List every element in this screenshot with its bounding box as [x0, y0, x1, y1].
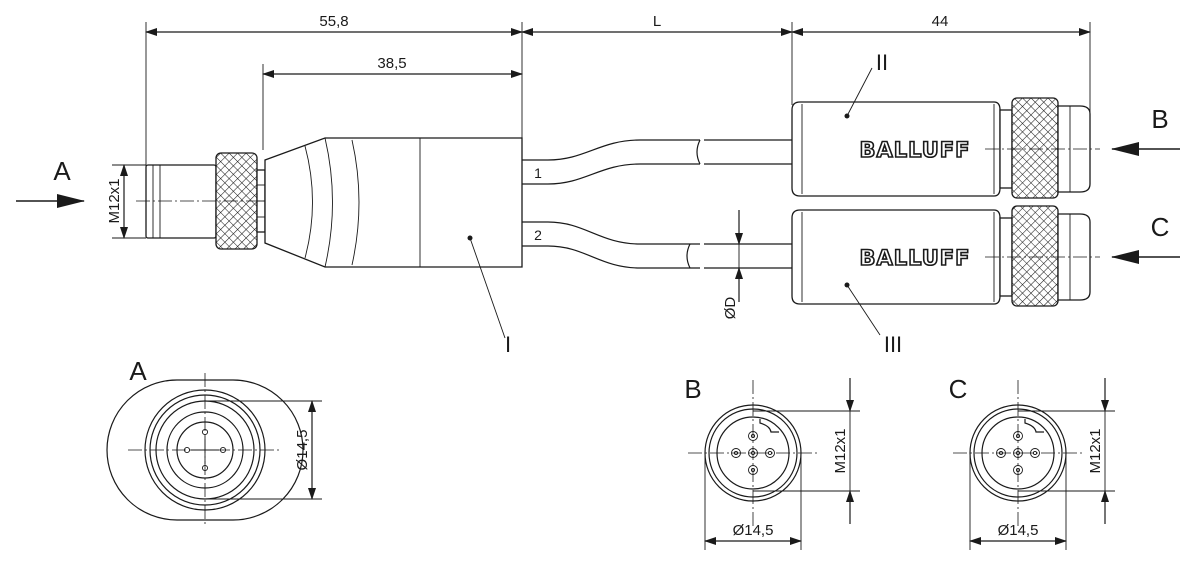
dim-overall-male: 55,8	[319, 13, 348, 30]
cable-diameter-dimension	[728, 210, 792, 302]
dim-front-b-thread: M12x1	[832, 428, 849, 473]
front-view-c-title: C	[949, 374, 968, 404]
brand-logo-upper: BALLUFF	[859, 138, 970, 162]
front-view-b-diameter-dimension	[704, 453, 802, 550]
cable-label-1: 1	[534, 165, 542, 181]
view-label-a: A	[53, 156, 71, 186]
dim-cable-length: L	[653, 13, 661, 30]
part-label-splitter: I	[505, 332, 511, 357]
female-connector-upper	[791, 67, 1091, 199]
cable-label-2: 2	[534, 227, 542, 243]
front-view-b-title: B	[684, 374, 701, 404]
upper-knurled-nut	[1011, 97, 1059, 199]
male-connector	[145, 152, 266, 250]
dim-front-b-diameter: Ø14,5	[733, 522, 774, 539]
front-view-c-diameter-dimension	[969, 453, 1067, 550]
female-connector-lower	[791, 205, 1091, 336]
view-label-b: B	[1151, 104, 1168, 134]
front-view-b-thread-dimension	[753, 378, 860, 524]
front-view-c-thread-dimension	[1018, 378, 1115, 524]
splitter-body	[264, 137, 523, 339]
dim-thread-male: M12x1	[106, 178, 123, 223]
top-dimension-lines	[145, 22, 1091, 170]
cable-2	[522, 221, 792, 269]
part-label-lower-connector: III	[884, 332, 902, 357]
view-label-c: C	[1151, 212, 1170, 242]
dim-body-length: 38,5	[377, 55, 406, 72]
lower-knurled-nut	[1011, 205, 1059, 307]
front-view-a-diameter-dimension	[205, 400, 322, 500]
dim-front-c-thread: M12x1	[1087, 428, 1104, 473]
dim-cable-diameter: ØD	[722, 297, 739, 320]
dim-front-a-diameter: Ø14,5	[294, 430, 311, 471]
dim-front-c-diameter: Ø14,5	[998, 522, 1039, 539]
dim-female-length: 44	[932, 13, 949, 30]
brand-logo-lower: BALLUFF	[859, 246, 970, 270]
cable-1	[522, 139, 792, 185]
front-view-a-title: A	[129, 356, 147, 386]
male-thread-dimension	[112, 164, 146, 239]
part-label-upper-connector: II	[876, 50, 888, 75]
